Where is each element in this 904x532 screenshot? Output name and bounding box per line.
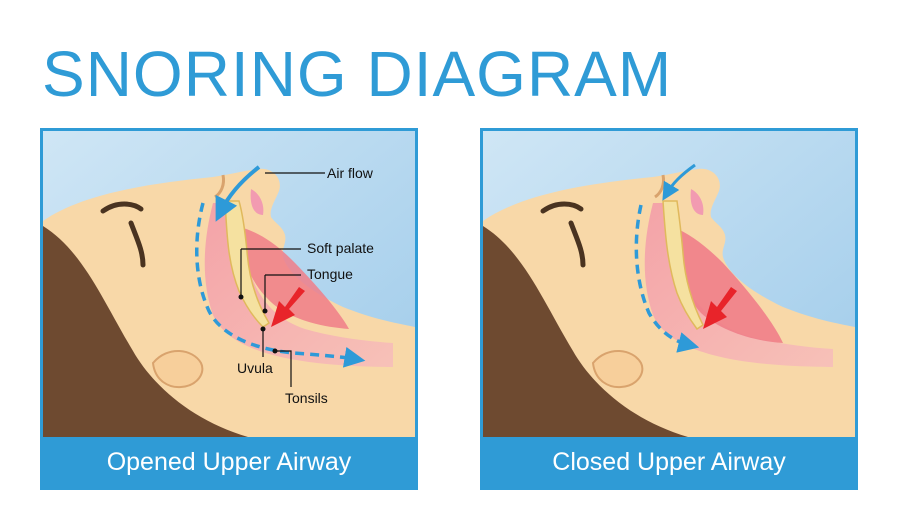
air-inflow-arrow bbox=[215, 165, 261, 222]
pressure-arrow bbox=[703, 287, 737, 329]
airflow-path bbox=[195, 202, 366, 368]
opened-airway-illustration: Air flow Soft palate Tongue Uvula Tonsil… bbox=[43, 131, 415, 437]
blocked-airflow-path bbox=[634, 204, 700, 353]
panel-opened-airway: Air flow Soft palate Tongue Uvula Tonsil… bbox=[40, 128, 418, 490]
tonsils-dot bbox=[272, 348, 278, 354]
tonsils-leader bbox=[275, 350, 292, 387]
airway bbox=[644, 203, 833, 367]
diagram-title: SNORING DIAGRAM bbox=[42, 38, 673, 110]
caption-opened: Opened Upper Airway bbox=[106, 447, 352, 476]
caption-bar-opened: Opened Upper Airway bbox=[43, 437, 415, 487]
caption-bar-closed: Closed Upper Airway bbox=[483, 437, 855, 487]
caption-closed: Closed Upper Airway bbox=[552, 447, 786, 476]
label-air-flow: Air flow bbox=[327, 165, 374, 181]
air-inflow-arrow bbox=[662, 163, 696, 201]
lips bbox=[690, 189, 704, 215]
closed-eye bbox=[568, 220, 586, 268]
tongue-shape bbox=[239, 227, 349, 329]
hair bbox=[483, 226, 688, 437]
label-soft-palate: Soft palate bbox=[307, 240, 374, 256]
tongue-dot bbox=[262, 308, 268, 314]
closed-eye bbox=[128, 220, 146, 268]
lips bbox=[250, 189, 264, 215]
label-tongue: Tongue bbox=[307, 266, 353, 282]
soft-palate bbox=[224, 200, 271, 328]
hair bbox=[43, 226, 248, 437]
uvula-dot bbox=[260, 326, 266, 332]
soft-palate bbox=[662, 200, 704, 331]
panel-closed-airway: Closed Upper Airway bbox=[480, 128, 858, 490]
closed-airway-illustration bbox=[483, 131, 855, 437]
label-uvula: Uvula bbox=[237, 360, 273, 376]
eyebrow bbox=[100, 201, 144, 214]
ear bbox=[591, 349, 644, 389]
nose bbox=[654, 174, 665, 199]
pressure-arrow bbox=[271, 287, 305, 327]
label-tonsils: Tonsils bbox=[285, 390, 328, 406]
airway bbox=[204, 203, 393, 367]
eyebrow bbox=[540, 201, 584, 214]
collapsed-tongue bbox=[672, 227, 783, 343]
soft-palate-dot bbox=[238, 294, 244, 300]
ear bbox=[151, 349, 204, 389]
